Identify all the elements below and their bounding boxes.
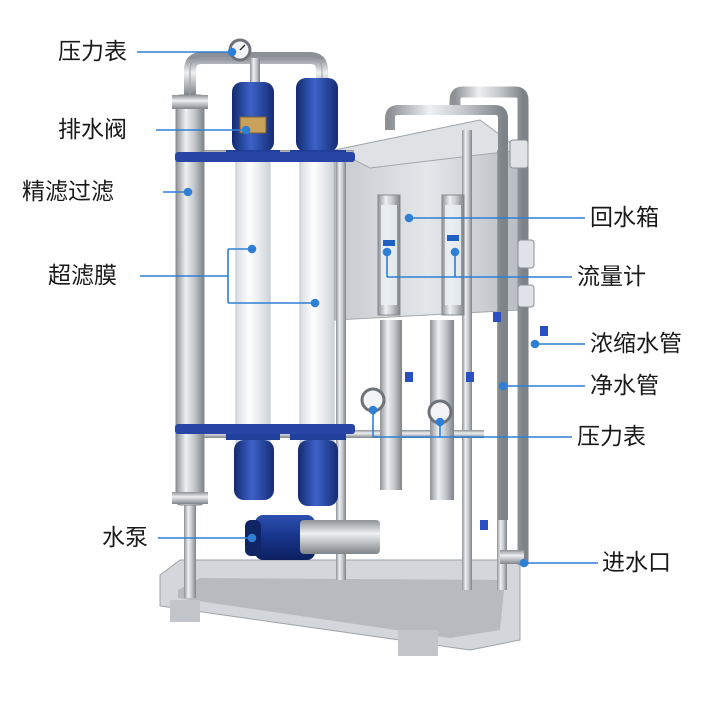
- label-water-inlet: 进水口: [602, 550, 671, 576]
- top-piping: [184, 52, 328, 95]
- leader-lines: [137, 47, 598, 568]
- label-concentrate-pipe: 浓缩水管: [590, 331, 682, 357]
- precision-filter-housing: [172, 94, 208, 506]
- water-pump: [245, 515, 380, 560]
- return-tank: [333, 119, 522, 321]
- label-clean-water-pipe: 净水管: [590, 373, 659, 399]
- clean-water-pipe: [385, 105, 535, 520]
- label-pressure-gauge-bottom: 压力表: [577, 424, 646, 450]
- label-pressure-gauge-top: 压力表: [58, 39, 127, 65]
- label-flowmeter: 流量计: [577, 264, 646, 290]
- label-return-tank: 回水箱: [590, 205, 659, 231]
- label-uf-membrane: 超滤膜: [48, 263, 117, 289]
- base-tray: [159, 559, 521, 656]
- label-drain-valve: 排水阀: [58, 117, 127, 143]
- label-water-pump: 水泵: [102, 525, 148, 551]
- uf-membrane-left: [226, 82, 280, 500]
- membrane-bracket: [175, 152, 355, 434]
- concentrate-pipe: [449, 86, 529, 565]
- valve-handles: [405, 312, 548, 530]
- label-precision-filter: 精滤过滤: [22, 179, 114, 205]
